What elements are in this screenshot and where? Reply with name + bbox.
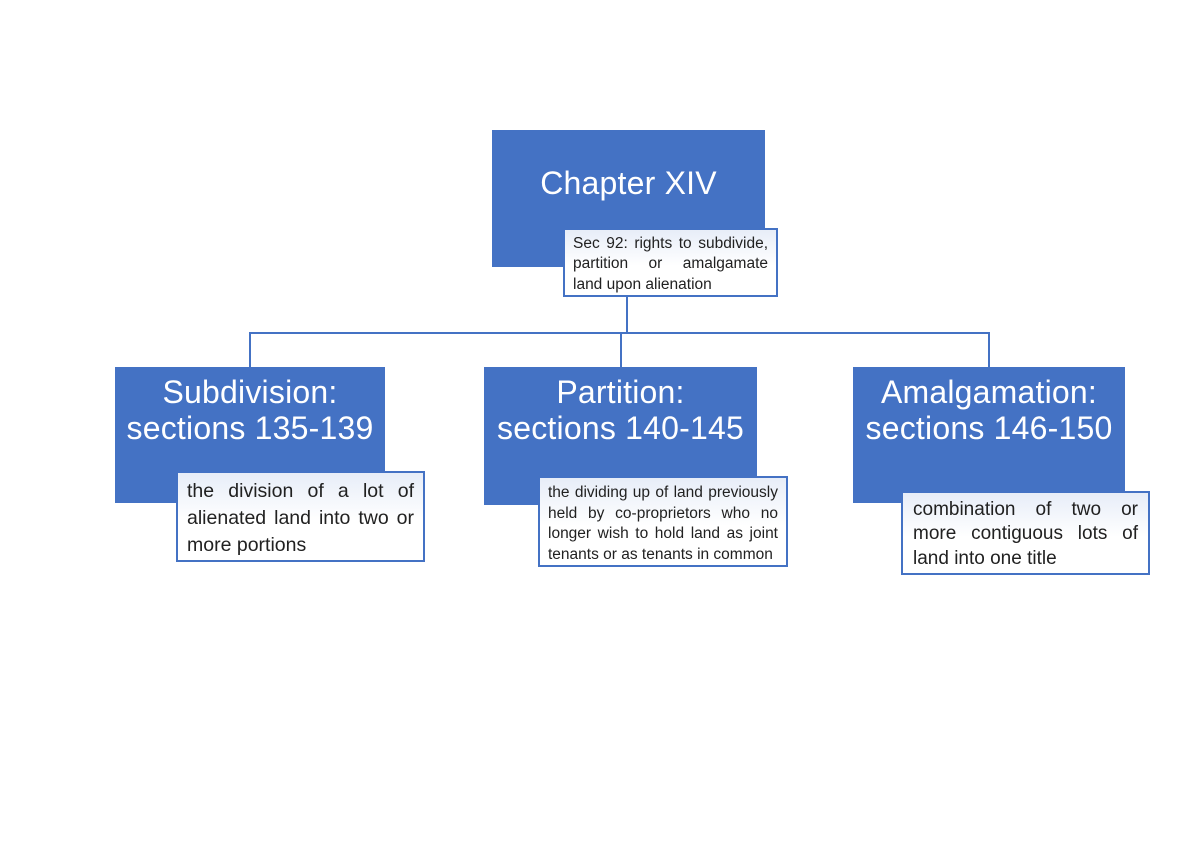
node-partition-title-line2: sections 140-145 [497, 410, 744, 447]
callout-partition: the dividing up of land previously held … [538, 476, 788, 567]
callout-amalgamation-text: combination of two or more contiguous lo… [913, 499, 1138, 569]
node-subdivision-title-line1: Subdivision: [162, 374, 338, 410]
node-subdivision: Subdivision: sections 135-139 [115, 367, 385, 503]
callout-partition-text: the dividing up of land previously held … [548, 484, 778, 563]
callout-sec-92-text: Sec 92: rights to subdivide, partition o… [573, 235, 768, 293]
callout-sec-92: Sec 92: rights to subdivide, partition o… [563, 228, 778, 297]
connector-drop-subdivision [249, 332, 251, 368]
node-chapter-xiv-title: Chapter XIV [540, 165, 717, 202]
connector-root-stem [626, 296, 628, 333]
callout-subdivision-text: the division of a lot of alienated land … [187, 480, 414, 556]
connector-drop-amalgamation [988, 332, 990, 368]
callout-amalgamation: combination of two or more contiguous lo… [901, 491, 1150, 575]
connector-horizontal-bar [249, 332, 990, 334]
node-subdivision-title-line2: sections 135-139 [126, 410, 374, 447]
node-amalgamation: Amalgamation: sections 146-150 [853, 367, 1125, 503]
node-partition-title-line1: Partition: [556, 374, 685, 410]
connector-drop-partition [620, 332, 622, 368]
node-amalgamation-title-line1: Amalgamation: [880, 374, 1098, 410]
node-amalgamation-title-line2: sections 146-150 [865, 410, 1113, 447]
callout-subdivision: the division of a lot of alienated land … [176, 471, 425, 562]
